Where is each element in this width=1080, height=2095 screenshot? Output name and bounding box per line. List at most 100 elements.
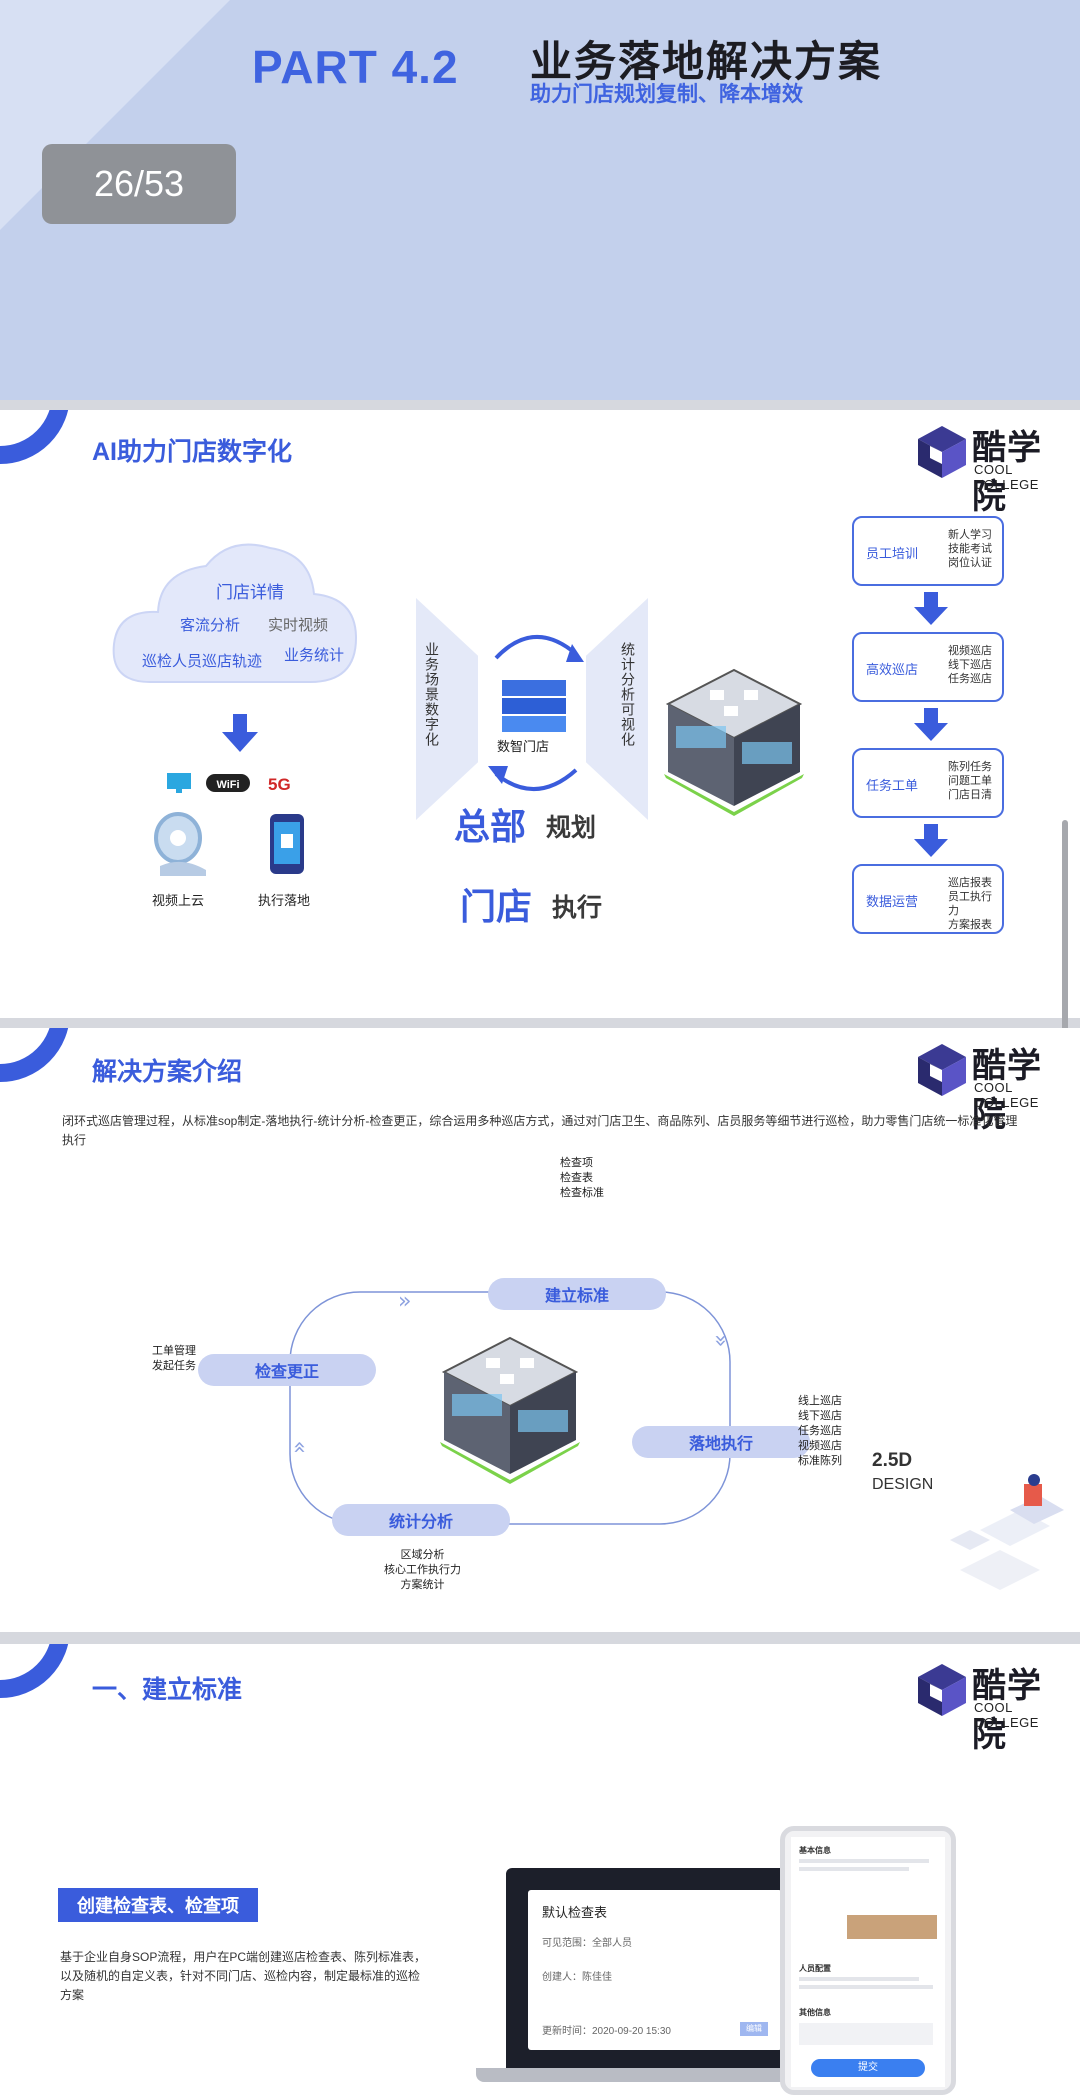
left-vertical-text: 业务场景数字化 — [424, 642, 440, 747]
svg-text:WiFi: WiFi — [216, 779, 239, 791]
monitor-icon — [167, 773, 191, 793]
slide-title: 一、建立标准 — [92, 1676, 243, 1704]
corner-ring — [0, 1028, 70, 1082]
flow-box-inspection: 高效巡店 视频巡店线下巡店任务巡店 — [852, 632, 1004, 702]
logo-en: COOL COLLEGE — [974, 1700, 1039, 1730]
logo-en: COOL COLLEGE — [974, 1080, 1039, 1110]
svg-text:5G: 5G — [268, 775, 291, 794]
header-title: 业务落地解决方案 — [530, 38, 883, 85]
slide-title: 解决方案介绍 — [92, 1058, 243, 1086]
flow-arrow-stem — [924, 592, 938, 608]
tablet-section: 基本信息 — [799, 1846, 831, 1855]
hq-small: 规划 — [546, 814, 597, 842]
isometric-illustration-icon — [950, 1474, 1064, 1590]
flow-box-workorder: 任务工单 陈列任务问题工单门店日清 — [852, 748, 1004, 818]
slide-title: AI助力门店数字化 — [92, 438, 293, 466]
tablet-mockup: 基本信息 人员配置 其他信息 提交 — [780, 1826, 956, 2095]
arrow-down-icon — [222, 714, 258, 752]
slide-ai-digital[interactable]: AI助力门店数字化 酷学院 COOL COLLEGE 门店详情 客流分析 实时视… — [0, 410, 1080, 1018]
logo-cn: 酷学院 — [972, 1047, 1042, 1134]
placeholder-line — [799, 1977, 919, 1981]
tablet-screen: 基本信息 人员配置 其他信息 提交 — [791, 1837, 945, 2087]
flow-arrow-stem — [924, 708, 938, 724]
logo-cn: 酷学院 — [972, 429, 1042, 516]
logo-en: COOL COLLEGE — [974, 462, 1039, 492]
flow-box-training: 员工培训 新人学习技能考试岗位认证 — [852, 516, 1004, 586]
flow-label: 数据运营 — [866, 894, 919, 909]
store-photo — [847, 1915, 937, 1939]
notes-correct: 工单管理发起任务 — [152, 1345, 196, 1372]
cool-college-logo: 酷学院 COOL COLLEGE — [906, 1658, 1076, 1754]
flow-arrow-icon — [914, 839, 948, 857]
corner-ring — [0, 1644, 70, 1698]
flow-detail: 视频巡店线下巡店任务巡店 — [948, 645, 992, 685]
flow-detail: 新人学习技能考试岗位认证 — [948, 529, 992, 569]
wifi-icon: WiFi — [206, 774, 250, 792]
notes-execute: 线上巡店线下巡店任务巡店视频巡店标准陈列 — [798, 1395, 842, 1467]
notes-establish: 检查项检查表检查标准 — [560, 1157, 604, 1199]
svg-text:»: » — [287, 1441, 312, 1454]
flow-label: 任务工单 — [866, 778, 919, 793]
flow-box-data: 数据运营 巡店报表员工执行力方案报表 — [852, 864, 1004, 934]
store-small: 执行 — [552, 894, 603, 922]
part-label: PART 4.2 — [252, 41, 459, 93]
placeholder-line — [799, 1867, 909, 1871]
camera-icon — [154, 812, 206, 876]
cool-college-logo: 酷学院 COOL COLLEGE — [906, 420, 1076, 516]
cool-college-logo: 酷学院 COOL COLLEGE — [906, 1038, 1076, 1134]
corner-ring — [0, 410, 70, 464]
flow-label: 高效巡店 — [866, 662, 919, 677]
placeholder-input — [799, 2023, 933, 2045]
tablet-submit-button[interactable]: 提交 — [811, 2059, 925, 2077]
flow-label: 员工培训 — [866, 546, 919, 561]
notes-analyze: 区域分析核心工作执行力方案统计 — [384, 1549, 461, 1591]
flow-detail: 陈列任务问题工单门店日清 — [948, 761, 992, 801]
phone-icon — [270, 814, 304, 874]
window-field: 创建人：陈佳佳 — [542, 1972, 612, 1983]
cloud-icon — [112, 543, 358, 683]
5g-icon: 5G — [268, 775, 291, 794]
design-label: 2.5D — [872, 1450, 913, 1471]
window-field: 可见范围：全部人员 — [542, 1938, 632, 1949]
solution-intro: 闭环式巡店管理过程，从标准sop制定-落地执行-统计分析-检查更正，综合运用多种… — [62, 1114, 1018, 1147]
page-indicator[interactable]: 26/53 — [42, 144, 236, 224]
right-vertical-text: 统计分析可视化 — [620, 642, 636, 747]
window-title: 默认检查表 — [542, 1905, 608, 1920]
laptop-mockup: 默认检查表 可见范围：全部人员 创建人：陈佳佳 更新时间：2020-09-20 … — [506, 1868, 796, 2068]
flow-detail: 巡店报表员工执行力方案报表 — [948, 877, 992, 931]
header-slide: PART 4.2 业务落地解决方案 助力门店规划复制、降本增效 26/53 — [0, 0, 1080, 400]
cloud-item: 巡检人员巡店轨迹 — [142, 653, 263, 670]
center-label: 数智门店 — [497, 739, 550, 754]
svg-text:»: » — [708, 1334, 733, 1347]
cycle-analyze: 统计分析 — [332, 1504, 510, 1536]
logo-cube-icon — [918, 1664, 966, 1716]
label-execute: 执行落地 — [258, 893, 311, 908]
cycle-establish: 建立标准 — [488, 1278, 666, 1310]
window-edit-button[interactable]: 编辑 — [740, 2022, 768, 2036]
cycle-execute: 落地执行 — [632, 1426, 810, 1458]
svg-text:»: » — [398, 1289, 411, 1314]
checklist-window: 默认检查表 可见范围：全部人员 创建人：陈佳佳 更新时间：2020-09-20 … — [528, 1890, 782, 2050]
window-field: 更新时间：2020-09-20 15:30 — [542, 2026, 671, 2037]
flow-arrow-icon — [914, 723, 948, 741]
store-building-icon — [664, 668, 804, 816]
cloud-center: 门店详情 — [216, 583, 284, 602]
cycle-correct: 检查更正 — [198, 1354, 376, 1386]
right-funnel — [586, 598, 648, 820]
tablet-section: 人员配置 — [799, 1964, 831, 1973]
design-sub: DESIGN — [872, 1476, 934, 1493]
store-building-icon — [440, 1336, 580, 1484]
feature-description: 基于企业自身SOP流程，用户在PC端创建巡店检查表、陈列标准表，以及随机的自定义… — [60, 1950, 427, 2002]
laptop-base — [476, 2068, 826, 2082]
logo-cube-icon — [918, 426, 966, 478]
cycle-arrows-icon — [488, 634, 584, 791]
logo-cube-icon — [918, 1044, 966, 1096]
flow-arrow-icon — [914, 607, 948, 625]
logo-cn: 酷学院 — [972, 1667, 1042, 1754]
slide-solution[interactable]: 解决方案介绍 酷学院 COOL COLLEGE — [0, 1028, 1080, 1632]
flow-arrow-stem — [924, 824, 938, 840]
placeholder-line — [799, 1859, 929, 1863]
cloud-item: 客流分析 — [180, 617, 241, 634]
page-scrollbar[interactable] — [1062, 820, 1068, 1060]
